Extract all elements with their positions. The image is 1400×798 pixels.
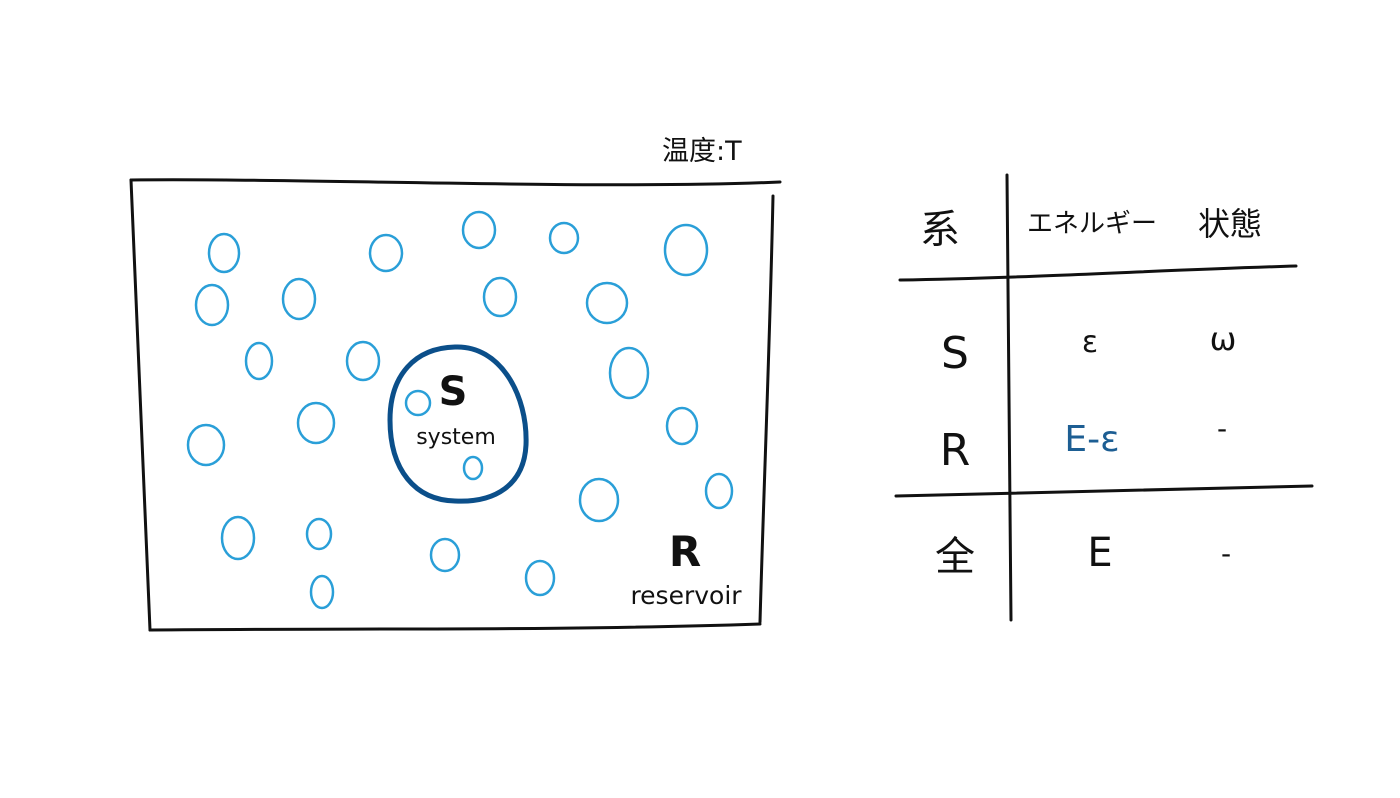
particle xyxy=(462,455,484,481)
particle xyxy=(194,283,230,327)
particle xyxy=(368,233,404,273)
particle xyxy=(296,401,336,445)
table-header-system: 系 xyxy=(920,207,960,253)
particle xyxy=(309,574,335,610)
particle xyxy=(244,341,274,381)
particle xyxy=(578,477,620,523)
particles xyxy=(186,210,734,610)
particle xyxy=(704,472,734,510)
system-symbol: S xyxy=(439,369,468,415)
particle xyxy=(524,559,556,597)
row-total-system: 全 xyxy=(935,534,975,580)
particle xyxy=(663,223,709,277)
particle xyxy=(220,515,256,561)
particle xyxy=(429,537,461,573)
row-s-system: S xyxy=(941,328,969,379)
row-s-state: ω xyxy=(1210,320,1237,358)
system-boundary xyxy=(387,344,529,504)
particle xyxy=(482,276,518,318)
particle xyxy=(585,281,629,325)
particle xyxy=(207,232,241,274)
system-name: system xyxy=(416,425,496,450)
particle xyxy=(404,389,432,417)
particle xyxy=(281,277,317,321)
row-r-system: R xyxy=(940,425,971,476)
row-total-state: - xyxy=(1221,537,1231,570)
table-header-state: 状態 xyxy=(1198,205,1262,243)
reservoir-box xyxy=(129,178,782,632)
row-r-energy: E-ε xyxy=(1064,419,1119,460)
reservoir-name: reservoir xyxy=(630,581,742,610)
particle xyxy=(305,517,333,551)
particle xyxy=(461,210,497,250)
particle xyxy=(345,340,381,382)
temperature-label: 温度:T xyxy=(662,136,742,167)
table-header-energy: エネルギー xyxy=(1027,209,1157,239)
row-s-energy: ε xyxy=(1082,325,1098,360)
reservoir-symbol: R xyxy=(669,527,701,576)
particle xyxy=(186,423,226,467)
table-grid xyxy=(894,173,1314,622)
row-total-energy: E xyxy=(1087,530,1112,576)
particle xyxy=(608,346,650,400)
particle xyxy=(548,221,580,255)
row-r-state: - xyxy=(1217,412,1227,445)
particle xyxy=(665,406,699,446)
